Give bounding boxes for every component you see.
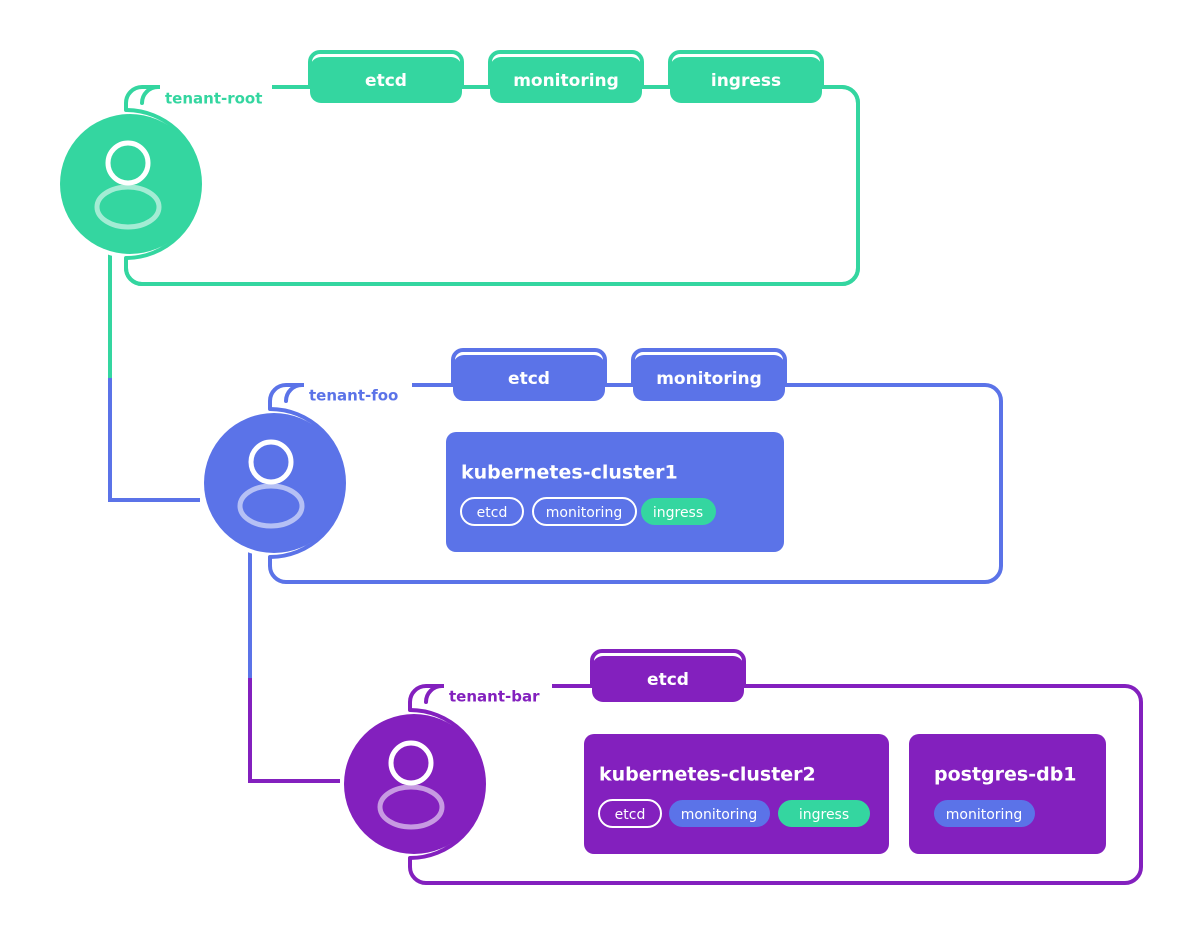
header-chip[interactable]: monitoring bbox=[633, 355, 785, 401]
connector-foo-to-bar bbox=[248, 546, 340, 783]
tenant-root-label-bg bbox=[160, 78, 272, 98]
tenant-foo-container-border bbox=[268, 348, 1003, 584]
tenant-foo-header-chips: etcd monitoring bbox=[453, 355, 785, 401]
header-chip-label: etcd bbox=[365, 71, 407, 91]
tenant-root-container-border-lower bbox=[124, 85, 860, 286]
tenant-group-bar: tenant-bar etcd kubernetes-cluster2 etcd… bbox=[340, 649, 1143, 885]
resource-card-title: kubernetes-cluster1 bbox=[461, 462, 678, 484]
tenant-bar-container-border-left-upper bbox=[408, 684, 444, 739]
resource-chip-label: ingress bbox=[653, 505, 703, 521]
tenant-name-foo: tenant-foo bbox=[309, 387, 398, 405]
avatar-body-icon bbox=[94, 184, 162, 230]
resource-chip[interactable]: monitoring bbox=[669, 800, 770, 827]
resource-chip-label: etcd bbox=[477, 505, 508, 521]
resource-card[interactable]: postgres-db1 monitoring bbox=[909, 734, 1106, 854]
resource-chip-label: ingress bbox=[799, 807, 849, 823]
resource-chip[interactable]: monitoring bbox=[934, 800, 1035, 827]
resource-chip[interactable]: etcd bbox=[460, 497, 524, 526]
header-chip-label: ingress bbox=[711, 71, 781, 91]
avatar-body-icon bbox=[237, 483, 305, 529]
tenant-foo-container-border-left-upper bbox=[268, 383, 304, 438]
header-chip[interactable]: etcd bbox=[453, 355, 605, 401]
resource-chip[interactable]: etcd bbox=[598, 799, 662, 828]
resource-card-title: postgres-db1 bbox=[934, 764, 1077, 786]
connector-root-to-foo bbox=[108, 246, 200, 502]
avatar-head-icon bbox=[248, 439, 294, 485]
resource-chip-label: monitoring bbox=[946, 807, 1022, 823]
resource-chip[interactable]: ingress bbox=[778, 800, 870, 827]
tenant-name-bar: tenant-bar bbox=[449, 688, 540, 706]
header-chip[interactable]: ingress bbox=[670, 57, 822, 103]
avatar-body-icon bbox=[377, 784, 445, 830]
header-chip-label: monitoring bbox=[656, 369, 762, 389]
header-chip[interactable]: monitoring bbox=[490, 57, 642, 103]
tenant-name-root: tenant-root bbox=[165, 90, 262, 108]
avatar-bar[interactable] bbox=[344, 714, 484, 854]
tenant-group-root: tenant-root etcd monitoring ingress bbox=[56, 50, 860, 286]
resource-card[interactable]: kubernetes-cluster1 etcd monitoring ingr… bbox=[446, 432, 784, 552]
header-chip-label: etcd bbox=[508, 369, 550, 389]
resource-chip-label: etcd bbox=[615, 807, 646, 823]
resource-chip[interactable]: monitoring bbox=[532, 497, 637, 526]
avatar-root[interactable] bbox=[60, 114, 200, 254]
header-chip[interactable]: etcd bbox=[592, 656, 744, 702]
avatar-head-icon bbox=[105, 140, 151, 186]
tenant-bar-header-chips: etcd bbox=[592, 656, 744, 702]
tenant-group-foo: tenant-foo etcd monitoring kubernetes-cl… bbox=[200, 348, 1003, 584]
avatar-head-icon bbox=[388, 740, 434, 786]
header-chip-label: monitoring bbox=[513, 71, 619, 91]
tenant-root-header-chips: etcd monitoring ingress bbox=[310, 57, 822, 103]
tenant-bar-label-bg bbox=[444, 677, 552, 697]
resource-chip-label: monitoring bbox=[681, 807, 757, 823]
tenant-root-container-border-left-upper bbox=[124, 85, 160, 140]
header-chip-label: etcd bbox=[647, 670, 689, 690]
tenant-foo-label-bg bbox=[304, 376, 412, 396]
resource-card[interactable]: kubernetes-cluster2 etcd monitoring ingr… bbox=[584, 734, 889, 854]
resource-card-title: kubernetes-cluster2 bbox=[599, 764, 816, 786]
resource-chip-label: monitoring bbox=[546, 505, 622, 521]
header-chip[interactable]: etcd bbox=[310, 57, 462, 103]
resource-chip[interactable]: ingress bbox=[641, 498, 716, 525]
avatar-foo[interactable] bbox=[204, 413, 344, 553]
